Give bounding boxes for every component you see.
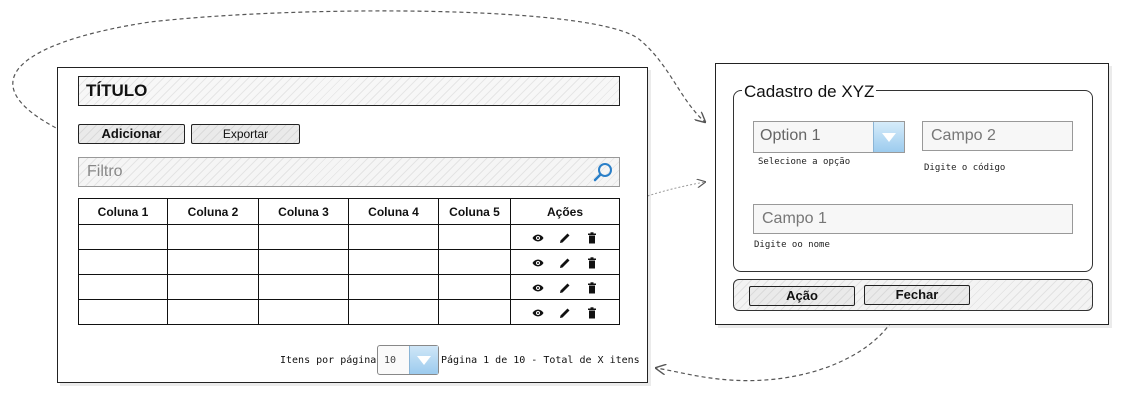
data-table: Coluna 1 Coluna 2 Coluna 3 Coluna 4 Colu… xyxy=(78,198,620,325)
export-button[interactable]: Exportar xyxy=(191,124,300,144)
select-value: Option 1 xyxy=(760,127,821,144)
dropdown-button[interactable] xyxy=(873,122,904,152)
row-actions xyxy=(510,224,620,250)
row-actions xyxy=(510,249,620,275)
trash-icon[interactable] xyxy=(586,257,598,269)
eye-icon[interactable] xyxy=(532,257,544,269)
pencil-icon[interactable] xyxy=(559,282,571,294)
column-header[interactable]: Coluna 3 xyxy=(258,198,349,225)
form-legend: Cadastro de XYZ xyxy=(742,82,877,102)
items-per-page-label: Itens por página xyxy=(280,355,377,366)
connector-close-to-list xyxy=(656,315,896,382)
eye-icon[interactable] xyxy=(532,307,544,319)
list-screen-panel: TÍTULO Adicionar Exportar Coluna 1 Colun… xyxy=(57,67,648,383)
row-actions xyxy=(510,299,620,325)
campo2-input[interactable] xyxy=(929,125,1068,147)
title-bar: TÍTULO xyxy=(78,76,620,106)
table-row[interactable] xyxy=(78,274,620,300)
campo2-helper-text: Digite o código xyxy=(924,163,1006,173)
page-title: TÍTULO xyxy=(86,81,148,100)
filter-input[interactable] xyxy=(85,161,589,183)
pencil-icon[interactable] xyxy=(559,307,571,319)
select-helper-text: Selecione a opção xyxy=(758,157,851,167)
form-screen-panel: Cadastro de XYZ Option 1 Selecione a opç… xyxy=(715,63,1109,325)
trash-icon[interactable] xyxy=(586,282,598,294)
pencil-icon[interactable] xyxy=(559,257,571,269)
chevron-down-icon xyxy=(882,133,896,142)
dropdown-button[interactable] xyxy=(409,346,438,374)
table-row[interactable] xyxy=(78,299,620,325)
trash-icon[interactable] xyxy=(586,307,598,319)
eye-icon[interactable] xyxy=(532,232,544,244)
column-header[interactable]: Ações xyxy=(510,198,620,225)
fieldset xyxy=(733,90,1093,272)
trash-icon[interactable] xyxy=(586,232,598,244)
chevron-down-icon xyxy=(417,356,431,365)
form-footer: Ação Fechar xyxy=(733,279,1093,311)
column-header[interactable]: Coluna 2 xyxy=(167,198,259,225)
column-header[interactable]: Coluna 1 xyxy=(78,198,168,225)
items-per-page-select[interactable]: 10 xyxy=(377,345,439,375)
column-header[interactable]: Coluna 5 xyxy=(438,198,511,225)
search-icon[interactable] xyxy=(593,162,613,182)
table-row[interactable] xyxy=(78,249,620,275)
table-row[interactable] xyxy=(78,224,620,250)
add-button[interactable]: Adicionar xyxy=(78,124,185,144)
action-button[interactable]: Ação xyxy=(749,286,855,306)
campo1-input[interactable] xyxy=(760,208,1051,230)
filter-box xyxy=(78,157,620,187)
table-header-row: Coluna 1 Coluna 2 Coluna 3 Coluna 4 Colu… xyxy=(78,198,620,225)
campo2-field xyxy=(922,121,1073,151)
pagination: Itens por página 10 Página 1 de 10 - Tot… xyxy=(280,344,640,376)
row-actions xyxy=(510,274,620,300)
campo1-helper-text: Digite oo nome xyxy=(754,240,830,250)
page-info: Página 1 de 10 - Total de X itens xyxy=(441,355,640,366)
eye-icon[interactable] xyxy=(532,282,544,294)
close-button[interactable]: Fechar xyxy=(864,285,970,305)
column-header[interactable]: Coluna 4 xyxy=(348,198,439,225)
pencil-icon[interactable] xyxy=(559,232,571,244)
campo1-field xyxy=(753,204,1073,234)
items-per-page-value: 10 xyxy=(384,355,397,366)
option-select[interactable]: Option 1 xyxy=(753,121,905,153)
